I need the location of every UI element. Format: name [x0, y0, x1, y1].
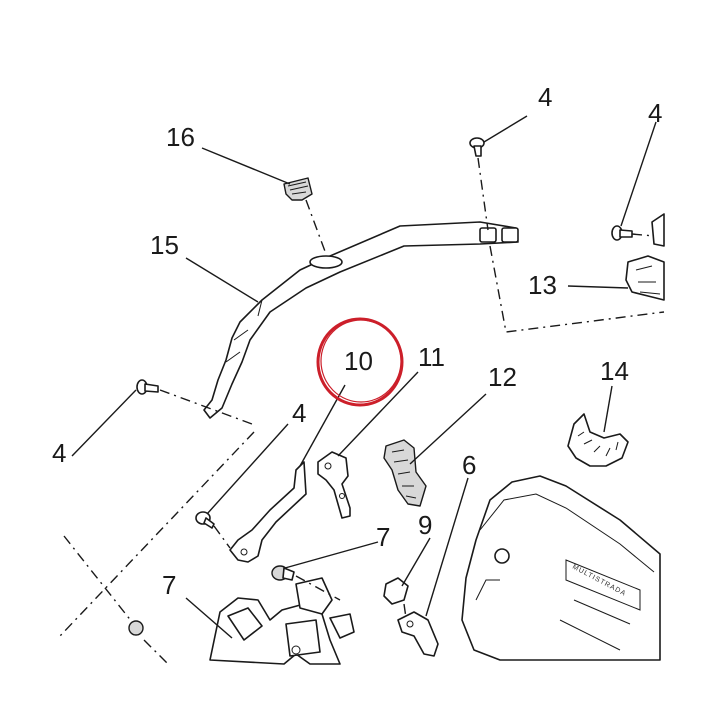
leader-15: [185, 257, 259, 303]
part-4-bolt-right: [611, 225, 633, 241]
part-14-cradle-clip: [567, 413, 629, 467]
leader-13: [567, 285, 629, 289]
leader-14: [603, 385, 613, 433]
leader-11: [337, 371, 419, 457]
callout-10: 10: [344, 346, 373, 376]
part-9-cap: [383, 577, 409, 605]
assembly-axes: [59, 157, 665, 665]
callout-12: 12: [488, 362, 517, 392]
callout-9: 9: [418, 510, 432, 540]
callout-4-left: 4: [52, 438, 66, 468]
leader-7-right: [284, 541, 379, 569]
instrument-cover: [461, 475, 661, 661]
leader-16: [201, 147, 291, 185]
callout-16: 16: [166, 122, 195, 152]
part-13-clamp-bracket: [625, 213, 665, 301]
callout-11: 11: [418, 342, 445, 372]
callout-7-right: 7: [376, 522, 390, 552]
lower-assembly: [209, 577, 355, 665]
callout-4-right: 4: [648, 98, 662, 128]
part-7-fastener: [271, 565, 295, 581]
part-washer-lower-left: [128, 620, 144, 636]
part-10-bent-bracket: [229, 461, 307, 563]
callout-15: 15: [150, 230, 179, 260]
leader-4-right: [620, 121, 657, 227]
callout-4-top: 4: [538, 82, 552, 112]
leader-4-top: [483, 115, 528, 143]
callout-14: 14: [600, 356, 629, 386]
highlight-circle-10: [316, 317, 404, 407]
leader-4-left: [71, 389, 137, 457]
leader-4-mid: [206, 423, 289, 515]
leader-6: [425, 477, 469, 617]
callout-6: 6: [462, 450, 476, 480]
leader-12: [409, 393, 487, 465]
leader-lines: [71, 115, 657, 639]
part-4-bolt-top: [469, 137, 485, 157]
callout-7-left: 7: [162, 570, 176, 600]
part-11-bracket: [317, 451, 351, 519]
leader-7-left: [185, 597, 233, 639]
callout-13: 13: [528, 270, 557, 300]
leader-9: [401, 537, 431, 587]
part-12-curved-clip: [383, 439, 427, 507]
part-4-bolt-mid: [195, 511, 215, 529]
part-15-bracket-bar: [203, 221, 519, 419]
part-6-lever: [397, 611, 439, 657]
part-16-grommet: [283, 177, 313, 201]
callout-4-mid: 4: [292, 398, 306, 428]
part-4-bolt-left: [136, 379, 159, 395]
